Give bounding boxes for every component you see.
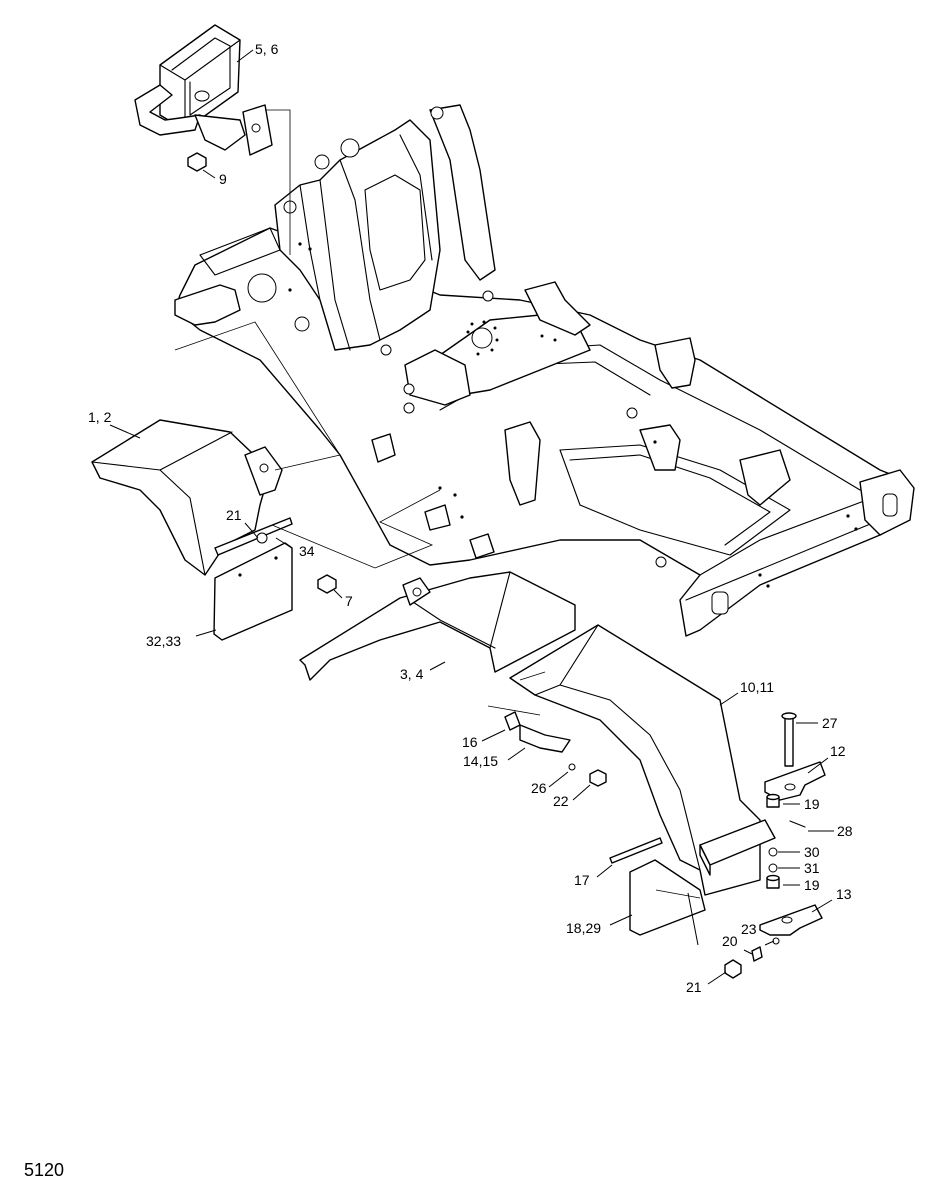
callout-13: 13 (836, 886, 852, 902)
callout-32-33: 32,33 (146, 633, 181, 649)
callout-22: 22 (553, 793, 569, 809)
callout-31: 31 (804, 860, 820, 876)
callout-9: 9 (219, 171, 227, 187)
callout-18-29: 18,29 (566, 920, 601, 936)
callout-1-2: 1, 2 (88, 409, 112, 425)
callout-14-15: 14,15 (463, 753, 498, 769)
assembly-lines (174, 109, 701, 899)
callout-21-upper: 21 (226, 507, 242, 523)
callout-7: 7 (345, 593, 353, 609)
callout-27: 27 (822, 715, 838, 731)
callout-12: 12 (830, 743, 846, 759)
callout-28: 28 (837, 823, 853, 839)
callout-20: 20 (722, 933, 738, 949)
callout-10-11: 10,11 (740, 679, 774, 695)
callout-30: 30 (804, 844, 820, 860)
callout-19-lower: 19 (804, 877, 820, 893)
callout-26: 26 (531, 780, 547, 796)
callout-23: 23 (741, 921, 757, 937)
callout-34: 34 (299, 543, 315, 559)
step-part-3-4 (299, 571, 576, 681)
callout-labels: 5, 6 9 1, 2 21 34 7 32,33 3, 4 10,11 27 … (88, 41, 853, 995)
callout-19-upper: 19 (804, 796, 820, 812)
duct-part-5-6 (134, 24, 273, 172)
latch-parts-14-15-16 (504, 711, 607, 787)
callout-16: 16 (462, 734, 478, 750)
callout-5-6: 5, 6 (255, 41, 279, 57)
fender-left-part-1-2 (91, 419, 337, 641)
callout-3-4: 3, 4 (400, 666, 424, 682)
page-number: 5120 (24, 1160, 64, 1180)
callout-17: 17 (574, 872, 590, 888)
main-frame (174, 104, 915, 637)
fender-right-part-10-11 (509, 624, 776, 936)
callout-21-lower: 21 (686, 979, 702, 995)
leader-lines (109, 49, 834, 985)
